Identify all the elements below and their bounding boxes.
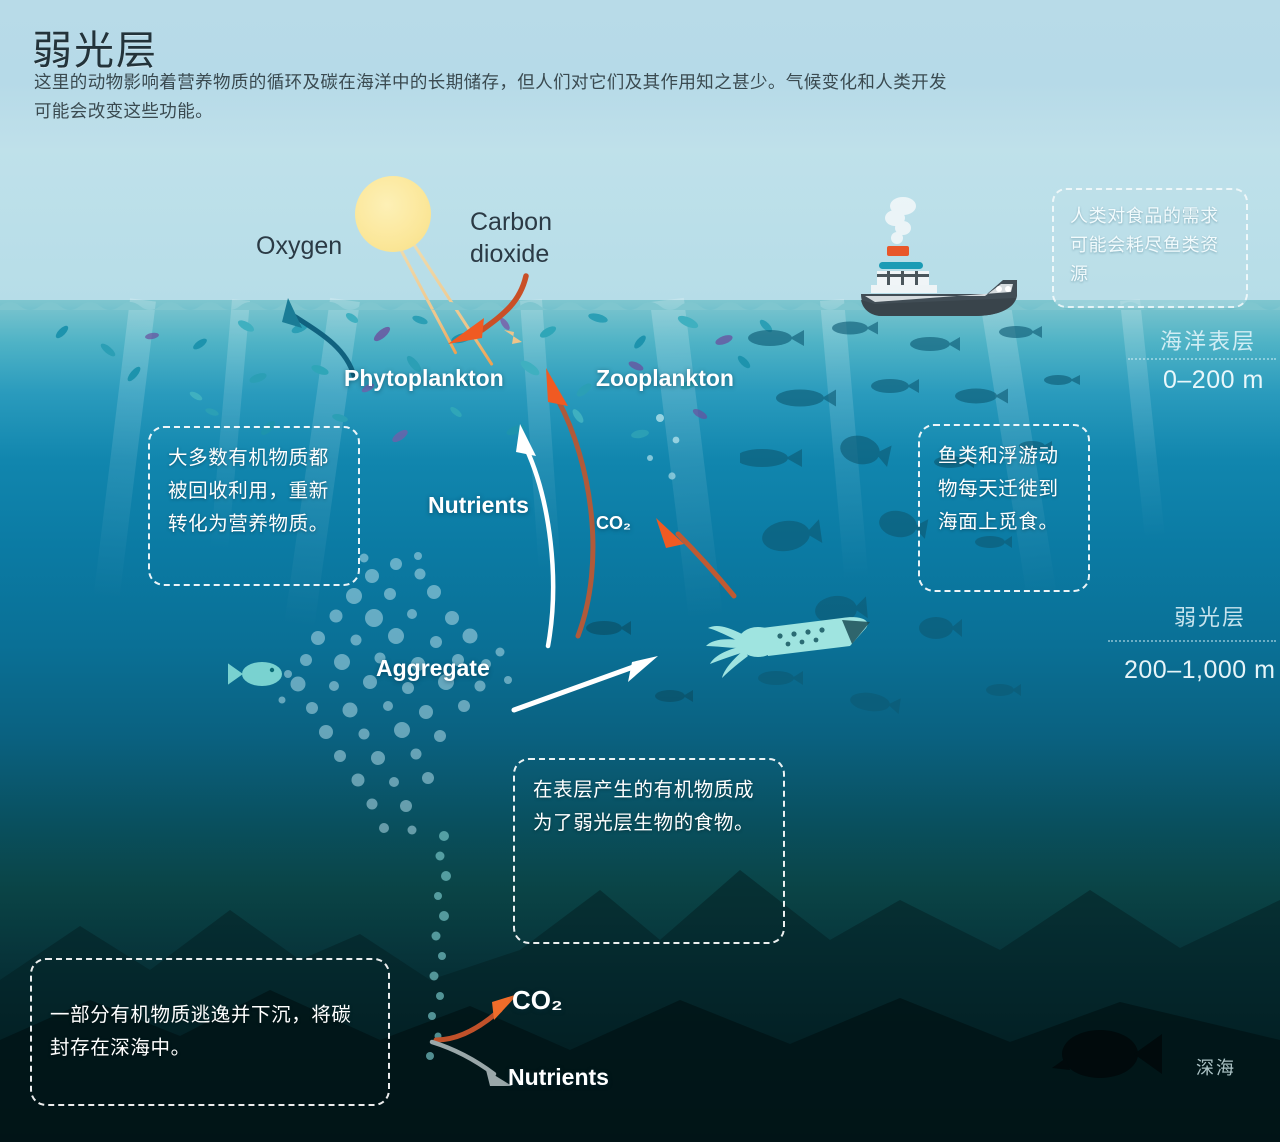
co2-arrow-up: [546, 368, 596, 639]
callout-fishing-demand: 人类对食品的需求可能会耗尽鱼类资源: [1052, 188, 1248, 308]
callout-food-source: 在表层产生的有机物质成为了弱光层生物的食物。: [513, 758, 785, 944]
aggregate-cloud: [278, 552, 512, 835]
sun-icon: [355, 176, 431, 252]
label-phytoplankton: Phytoplankton: [344, 365, 504, 391]
label-zooplankton: Zooplankton: [596, 365, 734, 391]
label-co2-bottom: CO₂: [512, 985, 563, 1015]
aggregate-arrow: [511, 656, 658, 713]
ship-smoke: [885, 197, 916, 244]
zone-divider-surface: [1128, 358, 1276, 360]
ship-funnel: [887, 246, 909, 256]
zone-name-deep: 深海: [1196, 1058, 1236, 1078]
co2-mid-arrow: [656, 518, 737, 599]
page-subtitle: 这里的动物影响着营养物质的循环及碳在海洋中的长期储存，但人们对它们及其作用知之甚…: [34, 72, 947, 121]
sun-ray-arrow-1: [504, 330, 522, 344]
label-nutrients-bottom: Nutrients: [508, 1064, 609, 1090]
fish-silhouette-group: [586, 621, 693, 702]
zone-name-surface: 海洋表层: [1160, 329, 1257, 354]
squid: [706, 617, 870, 678]
label-co2-mid: CO₂: [596, 513, 631, 533]
zone-depth-surface: 0–200 m: [1163, 366, 1264, 394]
zone-divider-twilight: [1108, 640, 1276, 642]
callout-recycling: 大多数有机物质都被回收利用，重新转化为营养物质。: [148, 426, 360, 586]
sinking-particle-trail: [426, 831, 451, 1060]
zone-depth-twilight: 200–1,000 m: [1124, 656, 1276, 684]
label-carbon-dioxide-line2: dioxide: [470, 240, 550, 268]
deep-sea-fish: [1052, 1030, 1162, 1078]
zone-name-twilight: 弱光层: [1174, 605, 1247, 630]
nutrients-bottom-arrow: [429, 1039, 512, 1086]
twilight-fish: [228, 662, 282, 686]
label-carbon-dioxide: Carbon dioxide: [470, 206, 552, 270]
sky-background: [0, 148, 1280, 304]
co2-bottom-arrow: [433, 994, 518, 1043]
header-bar: 弱光层 这里的动物影响着营养物质的循环及碳在海洋中的长期储存，但人们对它们及其作…: [0, 0, 1280, 148]
callout-carbon-sequestration: 一部分有机物质逃逸并下沉，将碳封存在深海中。: [30, 958, 390, 1106]
label-oxygen: Oxygen: [256, 232, 343, 260]
fishing-ship: [861, 197, 1017, 316]
oxygen-arrow: [282, 298, 357, 379]
label-carbon-dioxide-line1: Carbon: [470, 208, 552, 236]
label-nutrients-mid: Nutrients: [428, 492, 529, 518]
fish-school: [740, 321, 1080, 715]
carbon-dioxide-arrow: [448, 273, 529, 344]
nutrients-arrow-up: [516, 424, 556, 649]
callout-migration: 鱼类和浮游动物每天迁徙到海面上觅食。: [918, 424, 1090, 592]
page-title: 弱光层: [32, 29, 158, 73]
label-aggregate: Aggregate: [376, 655, 490, 681]
